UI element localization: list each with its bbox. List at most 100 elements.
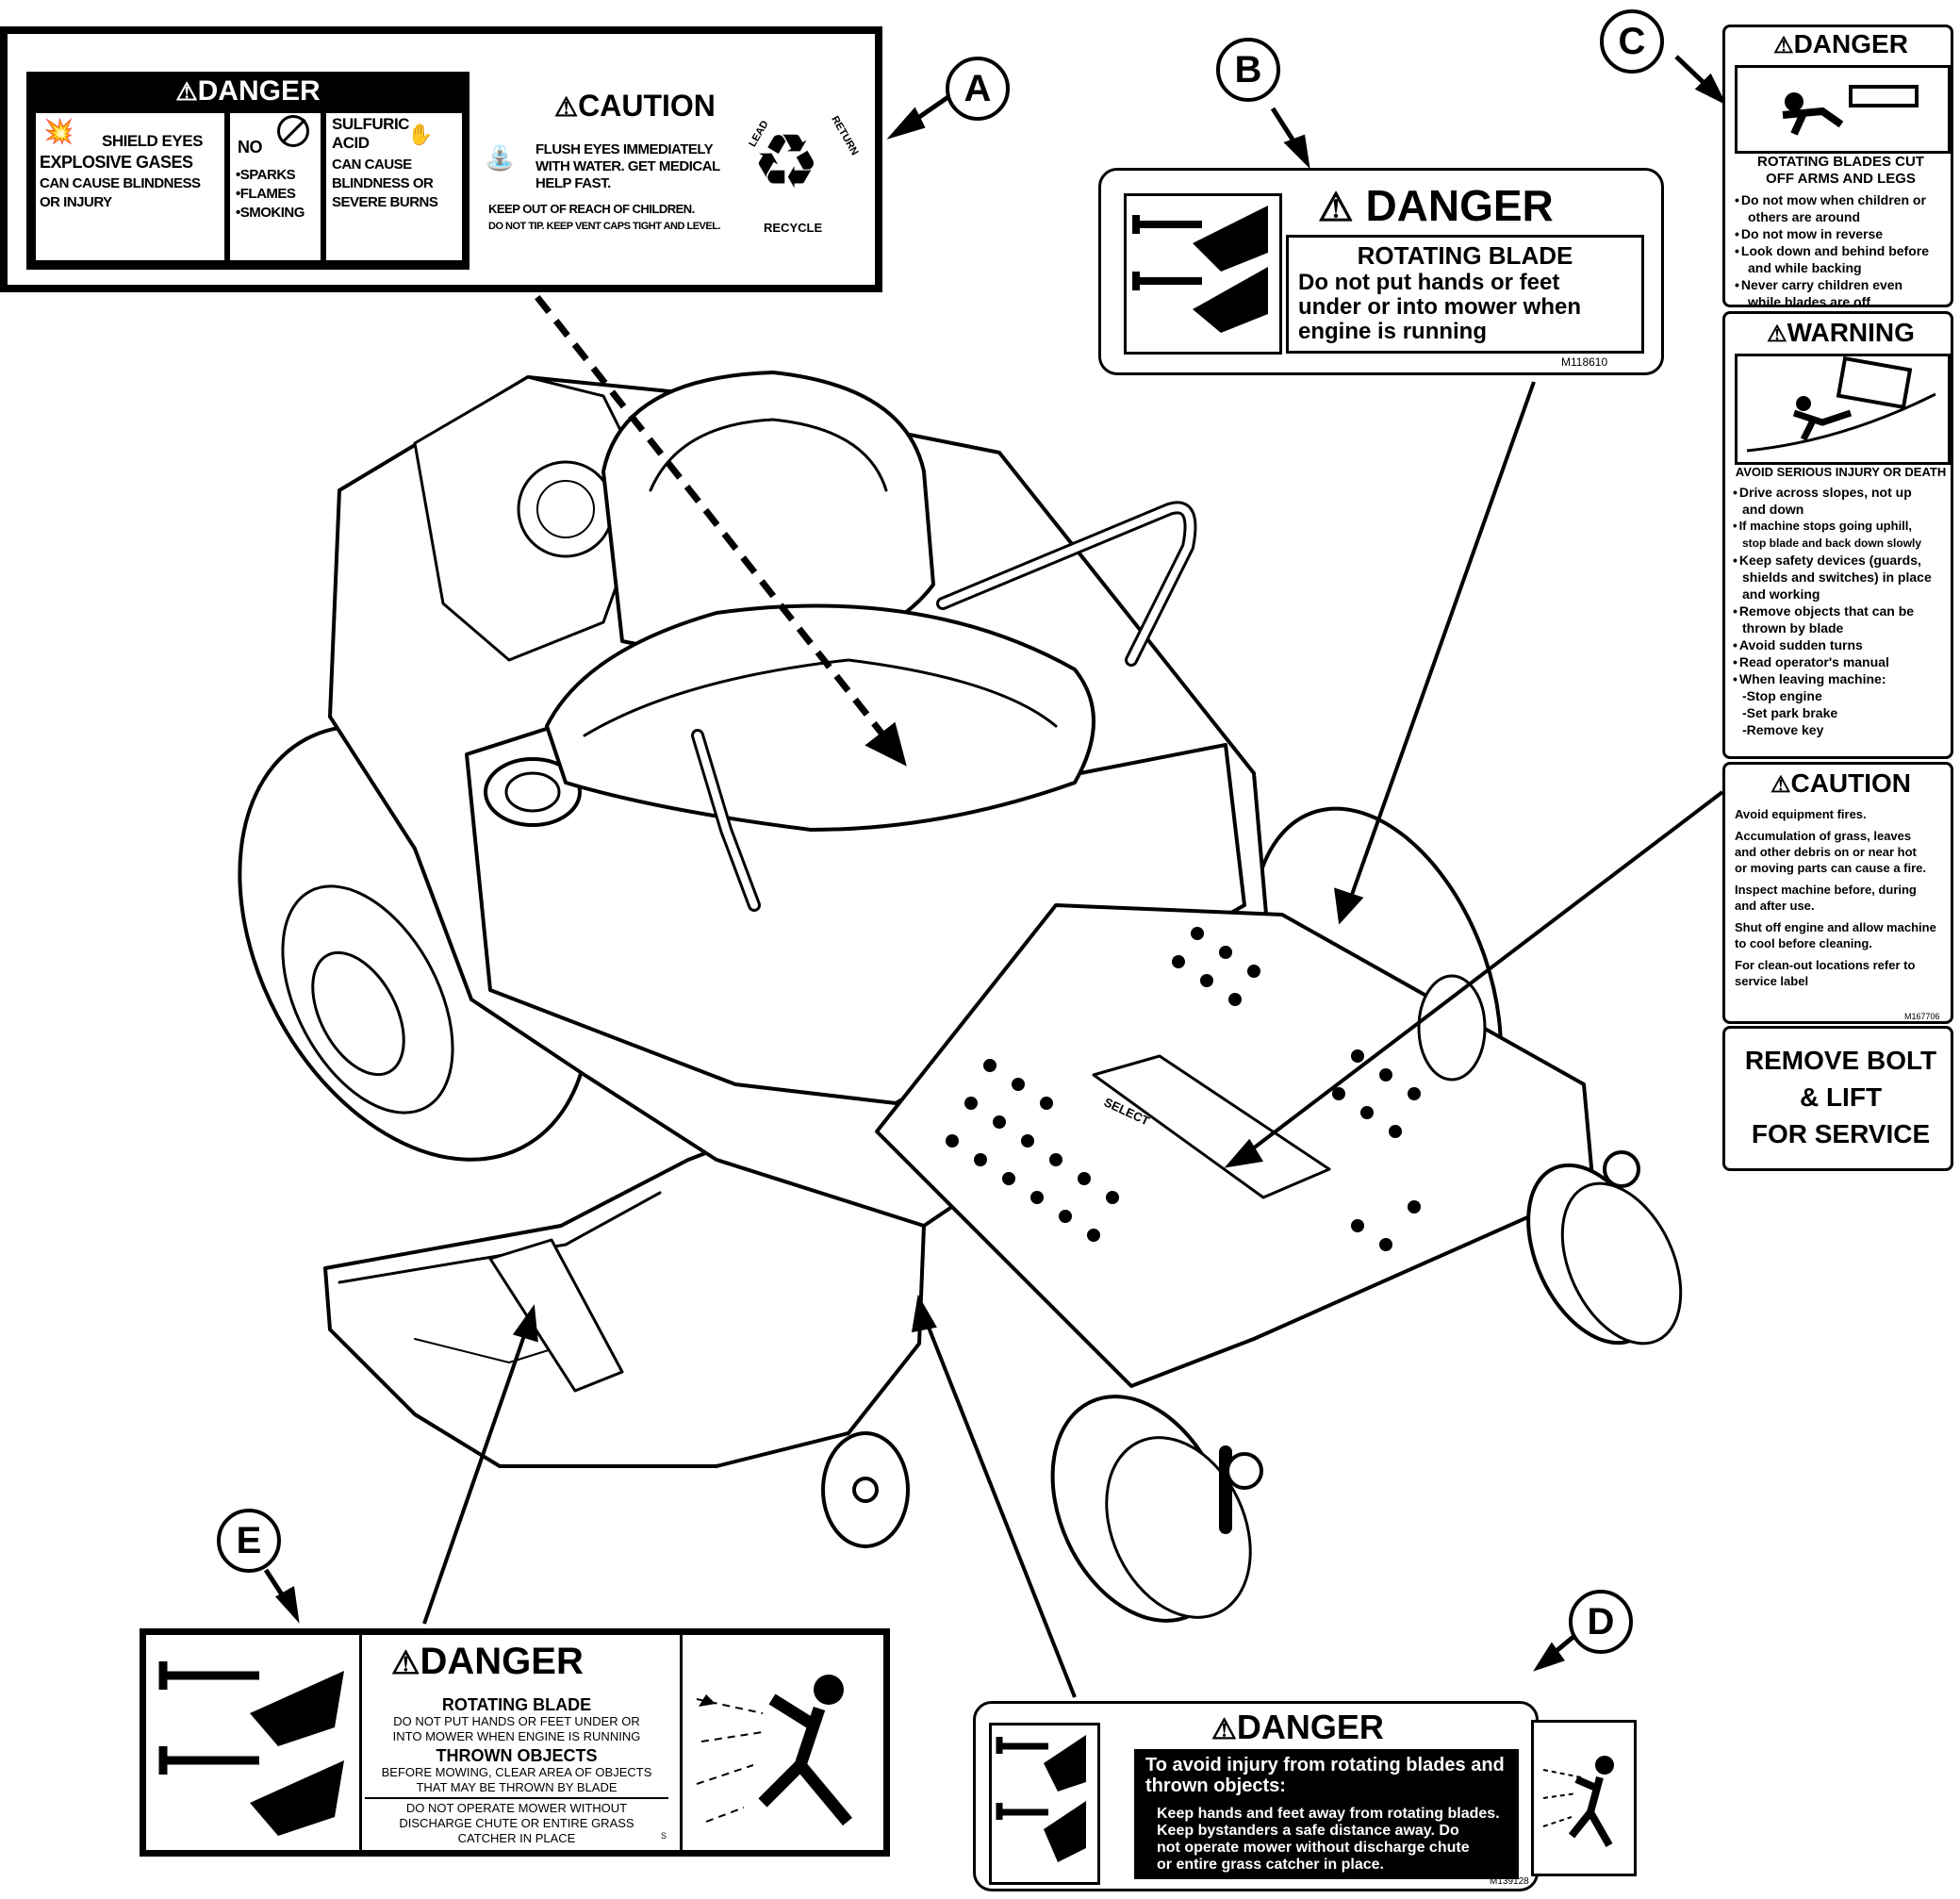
decal-a-acid-box: SULFURIC ACID ✋ CAN CAUSE BLINDNESS OR S… [326,113,462,260]
decal-b-line: under or into mower when [1298,294,1582,320]
callout-b: B [1216,38,1280,102]
decal-e-line: DISCHARGE CHUTE OR ENTIRE GRASS [399,1816,634,1830]
decal-c-warning-title: AVOID SERIOUS INJURY OR DEATH [1735,465,1947,479]
platform-perforations [946,927,1421,1251]
warning-triangle-icon: ⚠ [175,77,198,106]
decal-c-danger: ⚠DANGER ROTATING BLADES CUT OFF ARMS AND… [1722,25,1953,310]
decal-a-danger-panel: ⚠DANGER 💥 SHIELD EYES EXPLOSIVE GASES CA… [26,72,469,270]
decal-e-title: THROWN OBJECTS [436,1746,598,1765]
decal-e-thrown-object-icon [687,1643,881,1844]
decal-c-danger-header: ⚠DANGER [1773,29,1908,58]
decal-b-pictogram [1124,193,1282,355]
list-item: thrown by blade [1742,620,1844,636]
decal-a-battery: ⚠DANGER 💥 SHIELD EYES EXPLOSIVE GASES CA… [0,26,882,292]
decal-d-line: not operate mower without discharge chut… [1157,1840,1470,1856]
list-item: and after use. [1735,899,1815,913]
decal-c-danger-list: Do not mow when children or others are a… [1735,191,1929,310]
list-item: Never carry children even [1735,276,1929,293]
decal-a-no-list: •SPARKS •FLAMES •SMOKING [236,167,305,221]
list-item: and down [1742,502,1804,517]
list-item: -Set park brake [1742,705,1838,720]
list-item: Shut off engine and allow machine [1735,920,1936,934]
callout-a: A [946,57,1010,121]
warning-triangle-icon: ⚠ [1767,322,1787,347]
warning-triangle-icon: ⚠ [1770,772,1791,798]
decal-c-warning-header: ⚠WARNING [1767,318,1915,347]
decal-c-child-blade-icon [1735,65,1951,154]
list-item: Do not mow in reverse [1735,225,1929,242]
decal-d-header: ⚠DANGER [1211,1708,1384,1746]
list-item: If machine stops going uphill, [1733,518,1932,535]
platform-plate [1092,1054,1331,1199]
list-item: and while backing [1748,260,1862,275]
decal-a-text: FLUSH EYES IMMEDIATELY [535,141,714,157]
list-item: Look down and behind before [1735,242,1929,259]
list-item: When leaving machine: [1733,670,1932,687]
decal-b-code: M118610 [1561,355,1608,369]
front-caster-left [1050,1395,1263,1623]
decal-b-title: ROTATING BLADE [1357,241,1573,270]
list-item: and working [1742,586,1820,602]
list-item: Drive across slopes, not up [1733,484,1932,501]
decal-d-thrown-object-icon [1531,1720,1637,1876]
callout-d: D [1569,1590,1633,1654]
recycle-return-label: RETURN [829,114,861,157]
list-item: For clean-out locations refer to [1735,958,1916,972]
decal-d-title: To avoid injury from rotating blades and [1145,1755,1505,1775]
warning-triangle-icon: ⚠ [1211,1714,1237,1745]
mower-deck [323,1111,926,1468]
list-item: Do not mow when children or [1735,191,1929,208]
hand-blade-icon [1132,206,1268,333]
decal-e-title: ROTATING BLADE [441,1695,592,1714]
decal-c-service-line: & LIFT [1799,1082,1883,1112]
decal-e-line: THAT MAY BE THROWN BY BLADE [416,1780,618,1794]
decal-a-caution-header: ⚠CAUTION [554,89,716,123]
explosion-face-icon: 💥 [43,117,74,145]
list-item: Inspect machine before, during [1735,883,1917,897]
decal-a-text: WITH WATER. GET MEDICAL [535,158,720,174]
deck-decal [488,1238,624,1393]
decal-e-code: S [661,1831,667,1841]
decal-e-line: INTO MOWER WHEN ENGINE IS RUNNING [392,1729,641,1743]
list-item: Remove objects that can be [1733,603,1932,619]
decal-a-text: SHIELD EYES [102,132,203,150]
decal-c-caution: ⚠CAUTION Avoid equipment fires. Accumula… [1722,762,1953,1024]
decal-d-message-box: To avoid injury from rotating blades and… [1134,1749,1519,1879]
rear-wheel-left [238,724,592,1162]
decal-a-text: HELP FAST. [535,175,611,191]
rollover-icon [1735,354,1951,465]
warning-triangle-icon: ⚠ [391,1645,420,1681]
warning-triangle-icon: ⚠ [554,92,579,122]
decal-c-warning-list: Drive across slopes, not up and down If … [1733,484,1932,738]
seat-cushion [545,603,1095,832]
decal-e-line: BEFORE MOWING, CLEAR AREA OF OBJECTS [381,1765,652,1779]
no-smoking-icon [277,115,309,147]
decal-d-line: Keep bystanders a safe distance away. Do [1157,1823,1459,1839]
decal-d-code: M139128 [1490,1876,1529,1887]
decal-e-danger: ⚠DANGER ROTATING BLADE DO NOT PUT HANDS … [140,1628,890,1857]
decal-c-service: REMOVE BOLT & LIFT FOR SERVICE [1722,1026,1953,1171]
warning-triangle-icon: ⚠ [1318,185,1354,229]
decal-e-line: DO NOT OPERATE MOWER WITHOUT [405,1801,628,1815]
decal-c-danger-title: OFF ARMS AND LEGS [1766,171,1916,187]
decal-b-line: engine is running [1298,319,1488,344]
decal-a-text: EXPLOSIVE GASES [40,153,193,172]
decal-e-header: ⚠DANGER [391,1641,584,1682]
decal-c-caution-header: ⚠CAUTION [1770,768,1912,798]
decal-b-rotating-blade: ⚠ DANGER ROTATING BLADE Do not put hands… [1098,168,1664,375]
decal-e-line: DO NOT PUT HANDS OR FEET UNDER OR [393,1714,640,1728]
list-item: while blades are off [1748,294,1870,309]
decal-c-danger-title: ROTATING BLADES CUT [1757,154,1924,170]
decal-a-text: CAN CAUSE BLINDNESS [40,175,201,191]
eyewash-icon: ⛲ [485,143,516,172]
decal-a-text: BLINDNESS OR [332,175,434,191]
decal-c-service-line: REMOVE BOLT [1744,1046,1937,1075]
decal-a-text: CAN CAUSE [332,157,412,173]
callout-e: E [217,1509,281,1573]
list-item: Avoid equipment fires. [1735,807,1867,821]
warning-triangle-icon: ⚠ [1773,33,1794,58]
list-item: or moving parts can cause a fire. [1735,861,1927,875]
decal-a-text: SEVERE BURNS [332,194,438,210]
decal-d-title: thrown objects: [1145,1775,1286,1796]
